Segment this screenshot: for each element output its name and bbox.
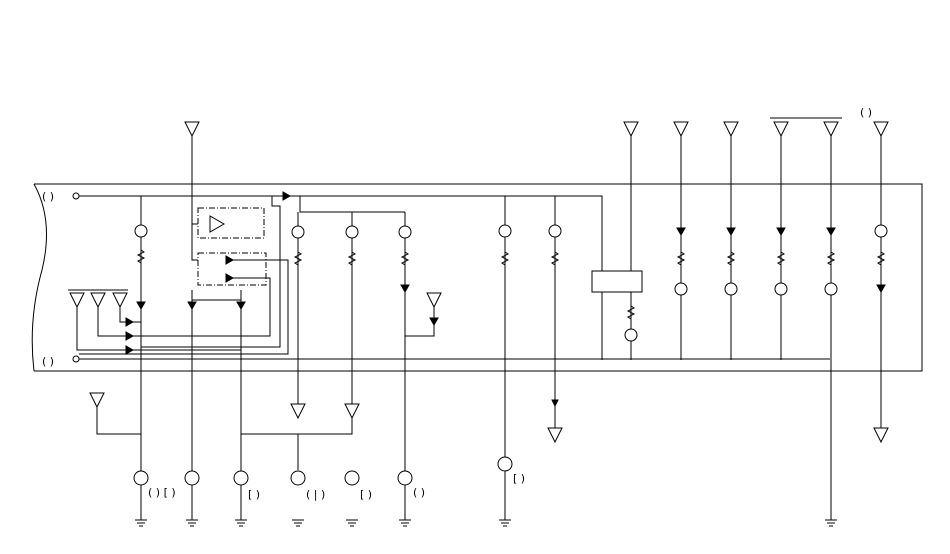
branch-columns bbox=[140, 196, 632, 520]
bracket-label-5: ( ) bbox=[413, 486, 425, 499]
bracket-label-6: [ ) bbox=[513, 472, 525, 485]
output-arrows bbox=[290, 399, 889, 444]
lamp-sockets bbox=[134, 224, 888, 342]
connector-bottom-pin bbox=[72, 355, 80, 363]
control-module bbox=[591, 270, 643, 293]
ground-switches bbox=[133, 456, 513, 486]
relay-box-1 bbox=[197, 207, 265, 239]
bracket-label-1: ( ) [ ) bbox=[148, 486, 176, 499]
top-input-arrows bbox=[184, 117, 889, 520]
resistors bbox=[136, 249, 886, 320]
bracket-label-2: [ ) bbox=[248, 488, 260, 501]
connector-top-pin bbox=[72, 192, 80, 200]
relay-symbol bbox=[209, 215, 226, 233]
relay-wiring bbox=[79, 196, 289, 355]
relay-box-2 bbox=[197, 252, 267, 286]
bracket-label-4: [ ) bbox=[360, 488, 372, 501]
harness-outline bbox=[31, 183, 923, 372]
left-input-arrows bbox=[68, 289, 442, 435]
ground-symbols bbox=[135, 519, 837, 527]
bracket-label-top-right: ( ) bbox=[860, 106, 872, 119]
connector-top-label: ( ) bbox=[42, 190, 54, 203]
bracket-label-3: ( | ) bbox=[306, 488, 325, 501]
connector-bottom-label: ( ) bbox=[42, 355, 54, 368]
diodes bbox=[125, 191, 886, 355]
top-bus bbox=[79, 195, 603, 360]
